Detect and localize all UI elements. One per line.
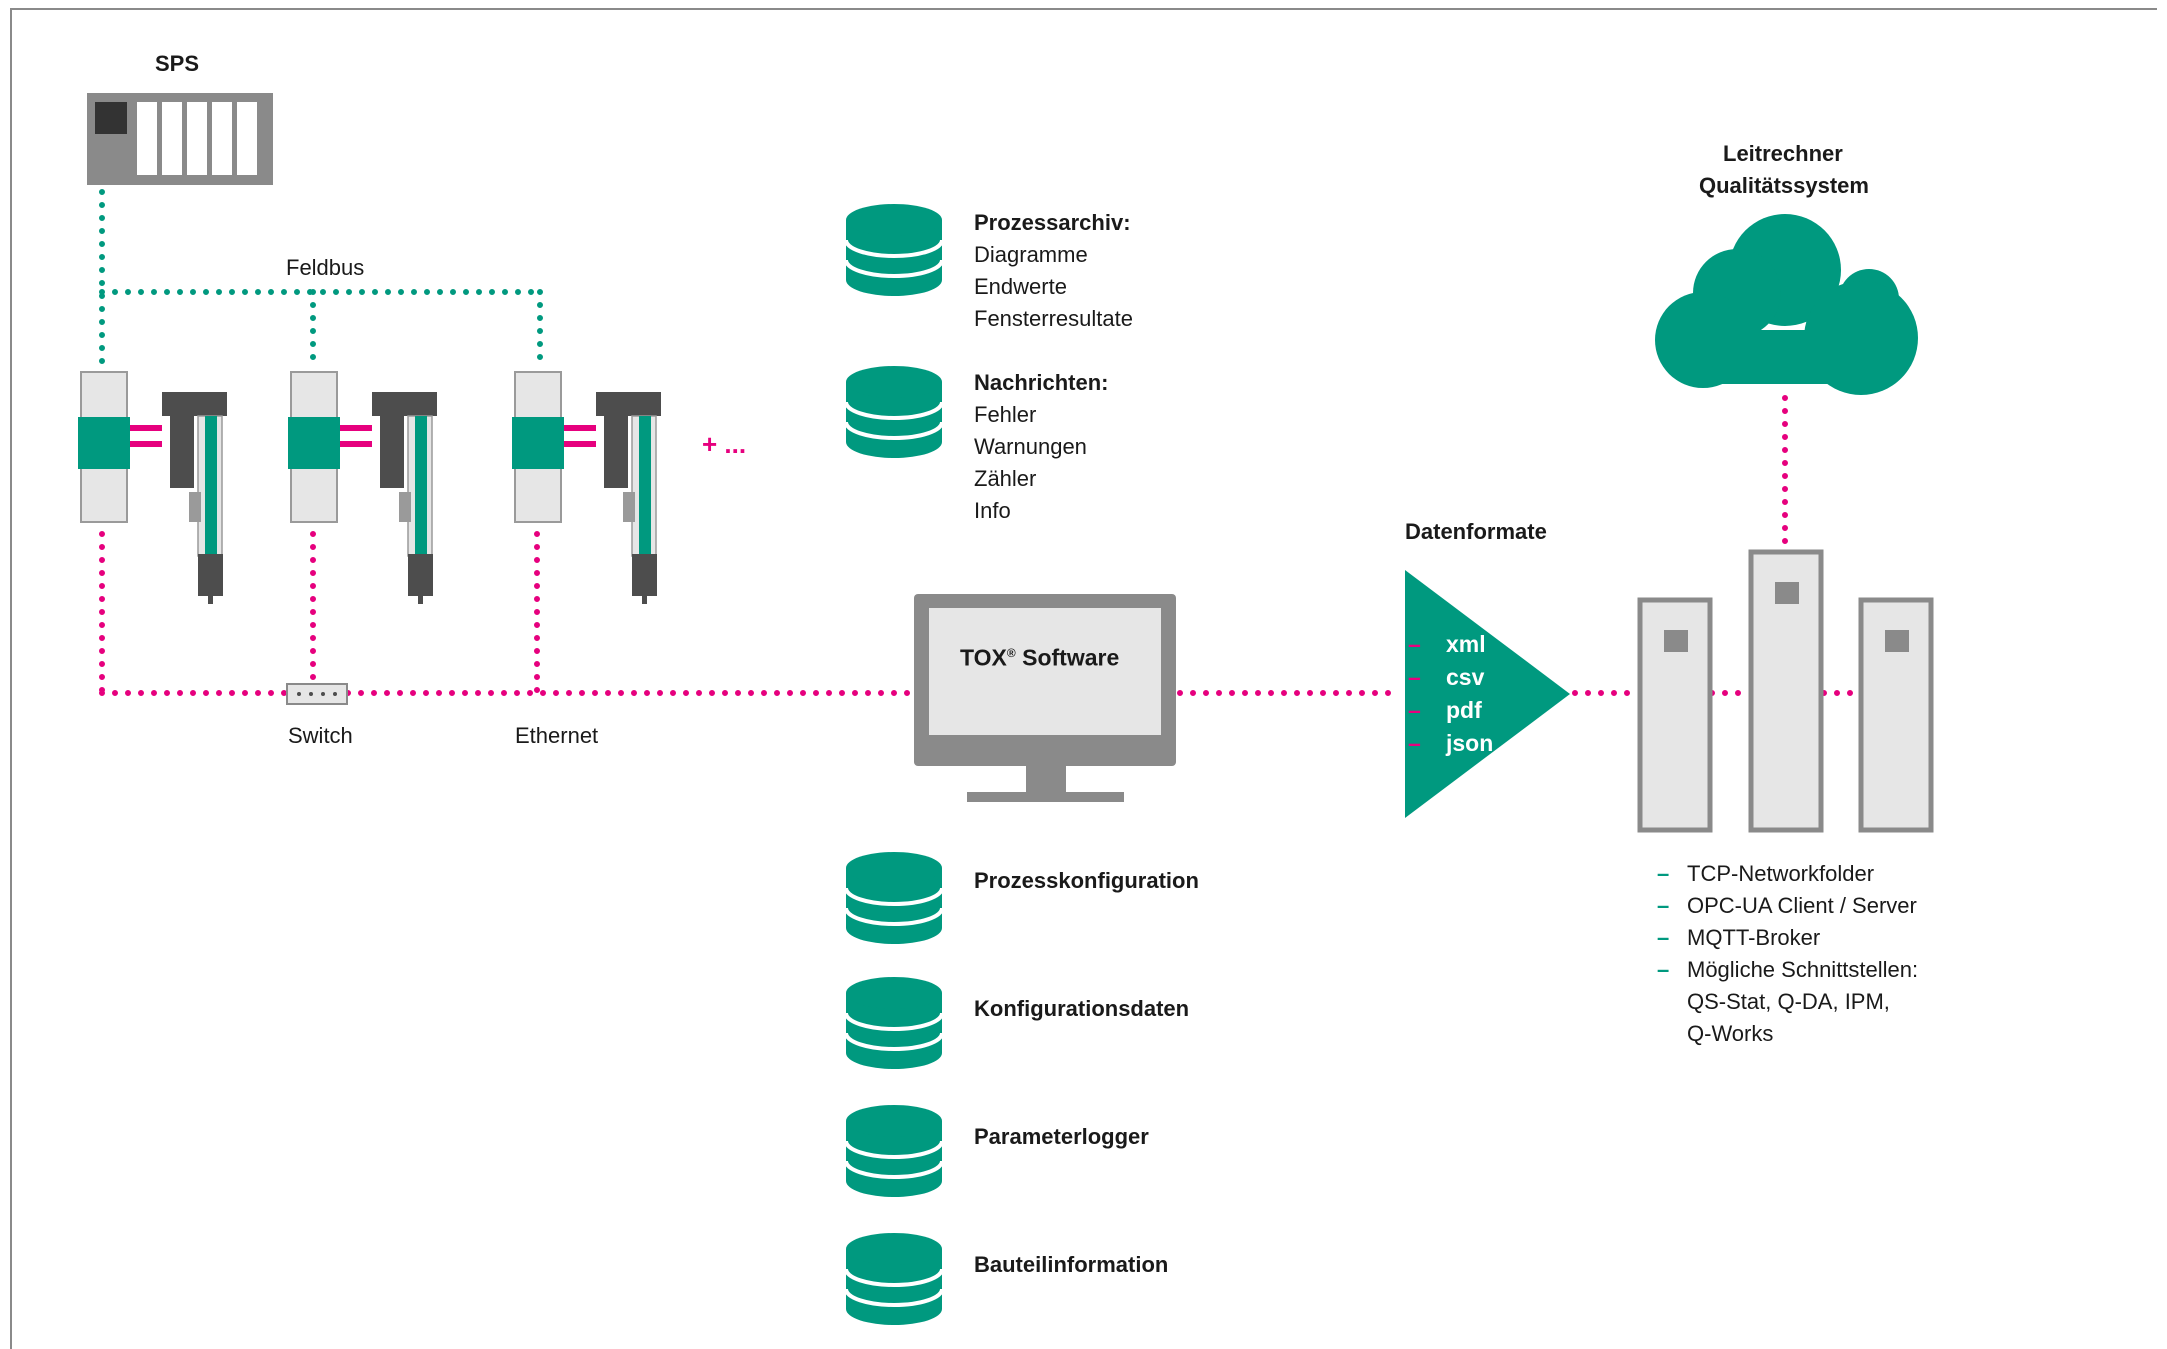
format-xml: xml	[1446, 631, 1486, 657]
plc-rack-icon	[87, 93, 273, 185]
nachrichten-item: Zähler	[974, 466, 1037, 491]
tox-brand: TOX	[960, 644, 1007, 671]
server-tower-icon-2	[1748, 549, 1824, 833]
interface-text: Mögliche Schnittstellen:	[1687, 957, 1919, 982]
interface-item: –OPC-UA Client / Server	[1657, 890, 1918, 922]
network-switch-icon	[286, 683, 348, 705]
format-dash: –	[1408, 664, 1421, 690]
interface-text: TCP-Networkfolder	[1687, 861, 1875, 886]
controller-unit-1	[77, 371, 228, 605]
diagram-frame	[10, 8, 2157, 1349]
database-icon-bauteilinformation	[844, 1231, 944, 1327]
server-tower-icon-3	[1861, 600, 1931, 830]
prozesskonfiguration-label: Prozesskonfiguration	[974, 868, 1199, 893]
prozessarchiv-title: Prozessarchiv:	[974, 210, 1131, 235]
cloud-icon	[1655, 214, 1918, 395]
format-dash: –	[1408, 697, 1421, 723]
database-icon-nachrichten	[844, 364, 944, 460]
tox-software-label: TOX® Software	[960, 637, 1119, 674]
qualitaetssystem-label: Qualitätssystem	[1699, 173, 1869, 198]
controller-unit-3	[511, 371, 662, 605]
konfigurationsdaten-label: Konfigurationsdaten	[974, 996, 1190, 1021]
interface-item: –TCP-Networkfolder	[1657, 858, 1918, 890]
registered-mark: ®	[1006, 646, 1016, 660]
format-pdf: pdf	[1446, 697, 1482, 723]
prozessarchiv-block: Prozessarchiv: Diagramme Endwerte Fenste…	[974, 207, 1133, 335]
format-dash: –	[1408, 631, 1421, 657]
format-json: json	[1446, 730, 1494, 756]
bullet-dash: –	[1657, 861, 1670, 886]
prozessarchiv-item: Fensterresultate	[974, 306, 1133, 331]
bullet-dash: –	[1657, 925, 1670, 950]
parameterlogger-label: Parameterlogger	[974, 1124, 1149, 1149]
format-item: –xml	[1408, 628, 1493, 661]
interface-item: –MQTT-Broker	[1657, 922, 1918, 954]
controller-unit-2	[287, 371, 438, 605]
interface-continuation: Q-Works	[1687, 1021, 1774, 1046]
fieldbus-line	[99, 189, 543, 365]
ethernet-line	[99, 395, 1861, 696]
format-dash: –	[1408, 730, 1421, 756]
ethernet-label: Ethernet	[515, 723, 599, 748]
bullet-dash: –	[1657, 893, 1670, 918]
bauteilinformation-label: Bauteilinformation	[974, 1252, 1169, 1277]
nachrichten-item: Fehler	[974, 402, 1037, 427]
nachrichten-title: Nachrichten:	[974, 370, 1109, 395]
server-tower-icon-1	[1640, 600, 1710, 830]
database-icon-prozessarchiv	[844, 202, 944, 298]
switch-label: Switch	[288, 723, 353, 748]
bullet-dash: –	[1657, 957, 1670, 982]
nachrichten-item: Warnungen	[974, 434, 1087, 459]
feldbus-label: Feldbus	[286, 255, 365, 280]
format-item: –csv	[1408, 661, 1493, 694]
prozessarchiv-item: Endwerte	[974, 274, 1067, 299]
software-word: Software	[1015, 644, 1120, 671]
database-icon-parameterlogger	[844, 1103, 944, 1199]
format-item: –json	[1408, 727, 1493, 760]
monitor-icon	[914, 594, 1176, 802]
datenformate-label: Datenformate	[1405, 519, 1547, 544]
format-list: –xml –csv –pdf –json	[1408, 628, 1493, 760]
prozessarchiv-item: Diagramme	[974, 242, 1088, 267]
nachrichten-item: Info	[974, 498, 1011, 523]
database-icon-prozesskonfiguration	[844, 850, 944, 946]
format-csv: csv	[1446, 664, 1485, 690]
interface-item: –Mögliche Schnittstellen:	[1657, 954, 1918, 986]
interface-text: MQTT-Broker	[1687, 925, 1821, 950]
sps-label: SPS	[155, 51, 200, 76]
data-format-triangle-icon	[1405, 570, 1570, 818]
database-icon-konfigurationsdaten	[844, 975, 944, 1071]
interface-continuation: QS-Stat, Q-DA, IPM,	[1687, 989, 1890, 1014]
nachrichten-block: Nachrichten: Fehler Warnungen Zähler Inf…	[974, 367, 1108, 527]
interface-text: OPC-UA Client / Server	[1687, 893, 1917, 918]
more-units-label: + ...	[702, 429, 747, 459]
interface-list: –TCP-Networkfolder –OPC-UA Client / Serv…	[1657, 858, 1918, 1050]
format-item: –pdf	[1408, 694, 1493, 727]
leitrechner-label: Leitrechner	[1723, 141, 1843, 166]
